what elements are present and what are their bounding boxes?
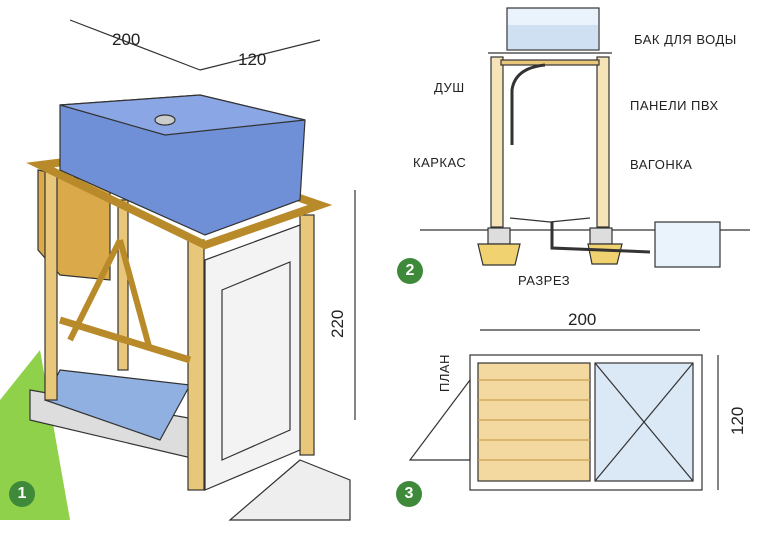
perspective-view <box>0 19 356 521</box>
badge-2: 2 <box>397 258 423 284</box>
shower-hose <box>510 63 546 145</box>
plan-title: ПЛАН <box>437 354 452 392</box>
grass <box>0 350 70 520</box>
door <box>221 261 291 461</box>
plan-view <box>408 329 719 491</box>
section-title: РАЗРЕЗ <box>518 273 571 288</box>
badge-3: 3 <box>396 481 422 507</box>
label-pvc-panels: ПАНЕЛИ ПВХ <box>630 98 719 113</box>
bench-area <box>477 362 591 482</box>
post <box>187 239 205 491</box>
steps <box>228 459 351 521</box>
drain-pit <box>654 221 721 268</box>
post <box>44 169 58 401</box>
dim-height: 220 <box>328 309 347 338</box>
label-lining: ВАГОНКА <box>630 157 693 172</box>
label-tank: БАК ДЛЯ ВОДЫ <box>634 32 737 47</box>
side-wall <box>204 224 301 491</box>
post <box>299 214 315 456</box>
section-view <box>420 7 750 268</box>
dim-width: 200 <box>112 30 141 49</box>
label-frame: КАРКАС <box>413 155 467 170</box>
plan-dim-depth: 120 <box>728 406 747 435</box>
plan-dim-width: 200 <box>568 310 597 329</box>
dim-depth: 120 <box>238 50 267 69</box>
post <box>117 199 129 371</box>
badge-1: 1 <box>9 481 35 507</box>
label-shower: ДУШ <box>434 80 465 95</box>
